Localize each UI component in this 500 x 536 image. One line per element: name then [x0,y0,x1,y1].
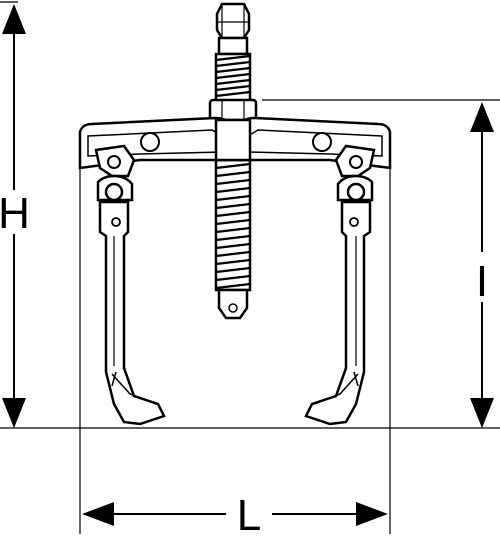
dimension-h: H [0,1,30,428]
dimension-i: I [262,99,500,428]
l-arrow-left [82,502,114,526]
right-arm [304,200,372,426]
right-pivot-pin-icon [346,182,366,202]
l-label: L [237,491,261,536]
hex-nut-icon [215,2,251,40]
i-label-mask [468,252,498,302]
dimension-l: L [79,150,391,536]
i-label: I [476,257,488,306]
h-arrow-top [2,4,26,34]
i-arrow-bottom [470,398,494,428]
crossbar-hole-left [140,132,160,152]
h-label: H [0,189,30,238]
upper-thread-icon [214,52,252,104]
left-pivot-pin-icon [104,182,124,202]
h-label-mask [0,190,30,234]
h-arrow-bottom [2,398,26,428]
l-arrow-right [356,502,388,526]
left-jaw [94,144,166,426]
lower-thread-icon [214,158,252,292]
spindle [208,2,258,320]
right-jaw [304,144,376,426]
crossbar-hole-right [312,132,332,152]
i-arrow-top [470,102,494,132]
left-arm [98,200,166,426]
spindle-collar [217,36,249,56]
